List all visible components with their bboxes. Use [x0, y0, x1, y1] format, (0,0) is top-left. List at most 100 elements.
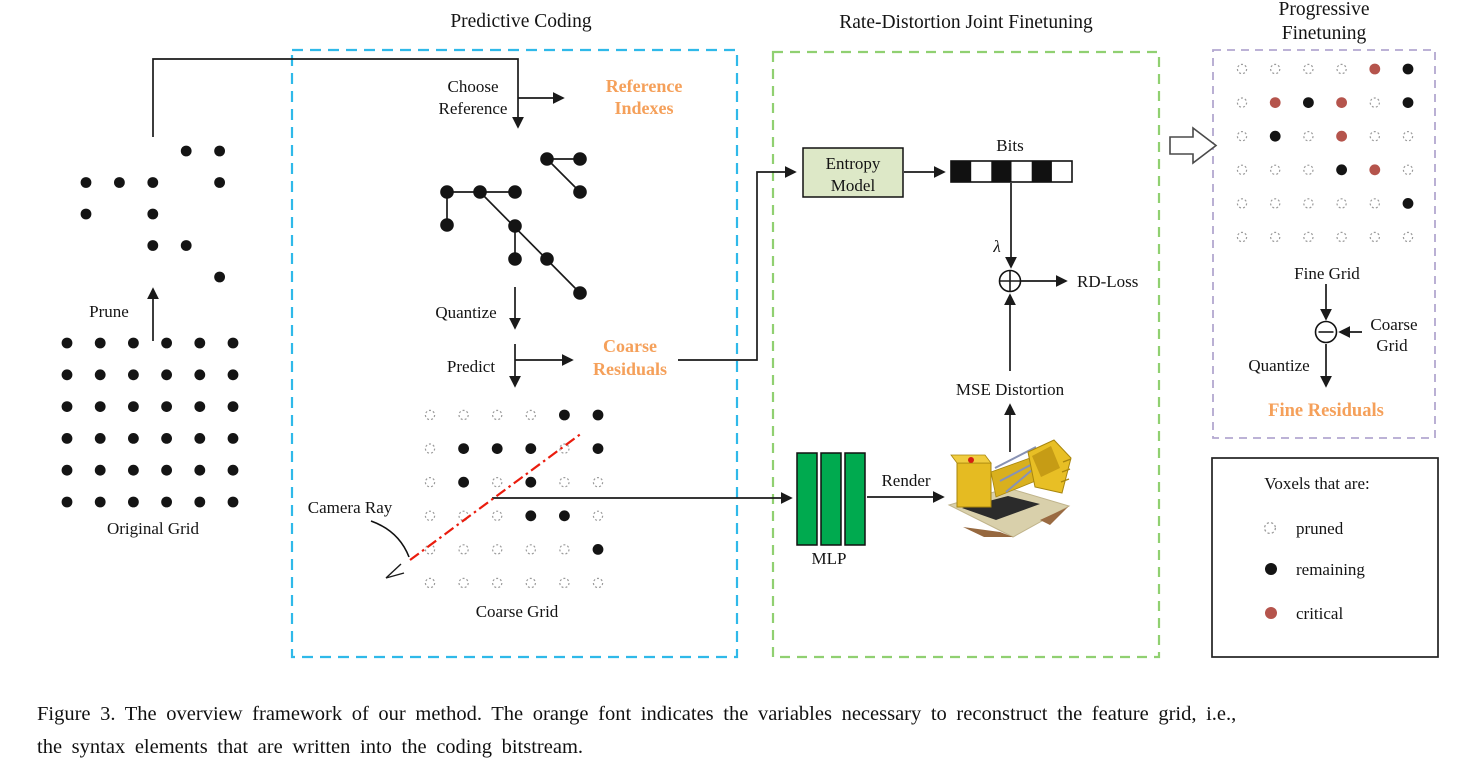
reference-tree-edge: [546, 158, 581, 193]
pruned-grid-remaining-dot: [80, 177, 92, 188]
coarse-grid-pruned-dot: [559, 544, 570, 555]
fine-grid-pruned-dot: [1402, 231, 1414, 243]
pruned-grid-remaining-dot: [214, 177, 226, 188]
legend-title: Voxels that are:: [1264, 474, 1369, 493]
quantize-label: Quantize: [435, 303, 496, 322]
fine-grid-critical-dot: [1369, 63, 1381, 75]
fine-grid-pruned-dot: [1402, 164, 1414, 175]
fine-grid-critical-dot: [1269, 97, 1281, 108]
fine-grid-pruned-dot: [1336, 231, 1347, 243]
original-grid-remaining-dot: [127, 337, 139, 349]
pruned-grid-to-choose-reference-connector: [152, 58, 524, 137]
fine-grid-remaining-dot: [1269, 130, 1281, 142]
caption-line-2: the syntax elements that are written int…: [37, 736, 584, 758]
mlp-layer-bar: [844, 452, 866, 546]
original-grid-remaining-dot: [194, 433, 206, 444]
pruned-grid-remaining-dot: [180, 145, 192, 157]
original-grid-remaining-dot: [127, 496, 139, 508]
original-grid-remaining-dot: [194, 401, 206, 412]
coarse-grid-pruned-dot: [592, 510, 604, 521]
reference-tree-node: [540, 152, 554, 166]
coarse-grid-pruned-dot: [492, 510, 503, 521]
original-grid-remaining-dot: [61, 464, 73, 476]
original-grid-remaining-dot: [161, 433, 173, 444]
bucket-tooth: [1062, 458, 1072, 463]
pruned-grid-remaining-dot: [147, 208, 159, 220]
pruned-grid-remaining-dot: [147, 177, 159, 188]
rate-distortion-title: Rate-Distortion Joint Finetuning: [839, 12, 1093, 33]
rate-distortion-box: [771, 50, 1161, 659]
mlp-bars: [796, 452, 866, 546]
choose-reference-label-line2: Reference: [439, 99, 508, 118]
legend-item-label: critical: [1296, 604, 1343, 623]
original-grid-remaining-dot: [61, 433, 73, 444]
fine-grid-pruned-dot: [1303, 130, 1314, 142]
original-grid-remaining-dot: [127, 369, 139, 381]
reference-tree-node: [508, 219, 522, 233]
fine-grid-pruned-dot: [1369, 97, 1381, 108]
original-grid-remaining-dot: [227, 369, 239, 381]
fine-grid-pruned-dot: [1269, 231, 1281, 243]
original-grid-remaining-dot: [227, 464, 239, 476]
bucket-tooth: [1061, 468, 1071, 473]
red-stud: [968, 457, 974, 463]
original-grid-remaining-dot: [161, 369, 173, 381]
coarse-grid-pruned-dot: [424, 510, 436, 521]
camera-angle-mark: [385, 563, 402, 579]
fine-grid-pruned-dot: [1369, 130, 1381, 142]
coarse-grid-pruned-dot: [559, 577, 570, 589]
excavator-strut: [994, 446, 1037, 469]
mse-distortion-label: MSE Distortion: [956, 380, 1065, 399]
original-grid-remaining-dot: [194, 369, 206, 381]
coarse-grid-remaining-dot: [491, 443, 503, 454]
original-grid-remaining-dot: [161, 464, 173, 476]
excavator-tracks: [962, 496, 1040, 520]
reference-indexes-label-line1: Reference: [606, 76, 683, 96]
original-grid-remaining-dot: [227, 496, 239, 508]
coarse-grid-remaining-dot: [559, 409, 570, 421]
coarse-grid-ref-label-line2: Grid: [1376, 336, 1408, 355]
mlp-layer-bar: [796, 452, 818, 546]
original-grid-remaining-dot: [94, 496, 106, 508]
mlp-label: MLP: [812, 549, 847, 568]
caption-line-1: Figure 3. The overview framework of our …: [37, 703, 1237, 725]
coarse-grid-pruned-dot: [492, 477, 503, 488]
reference-tree-node: [440, 218, 454, 232]
render-label: Render: [881, 471, 930, 490]
coarse-grid-remaining-dot: [525, 476, 537, 488]
fine-grid-remaining-dot: [1336, 164, 1347, 176]
fine-grid-critical-dot: [1336, 97, 1347, 108]
pruned-grid: [80, 145, 226, 283]
reference-tree-node: [573, 286, 587, 300]
coarse-grid-pruned-dot: [525, 577, 537, 589]
original-grid-remaining-dot: [61, 337, 73, 349]
original-grid-remaining-dot: [61, 369, 73, 381]
base-plate-patch: [963, 527, 1013, 537]
pruned-grid-remaining-dot: [80, 208, 92, 220]
coarse-grid-remaining-dot: [458, 476, 469, 488]
pruned-grid-remaining-dot: [214, 271, 226, 283]
pruned-grid-remaining-dot: [147, 240, 159, 251]
legend-critical-dot: [1265, 607, 1277, 619]
coarse-grid-pruned-dot: [525, 409, 537, 421]
coarse-grid-remaining-dot: [525, 443, 537, 454]
legend-pruned-dot: [1263, 521, 1277, 535]
original-grid-remaining-dot: [161, 496, 173, 508]
rendered-scene-excavator-image: [947, 439, 1072, 538]
coarse-grid: [424, 409, 604, 589]
coarse-grid-pruned-dot: [424, 409, 436, 421]
original-grid-remaining-dot: [161, 337, 173, 349]
original-grid-remaining-dot: [227, 433, 239, 444]
reference-tree-node: [473, 185, 487, 199]
reference-tree-edge: [479, 191, 581, 294]
original-grid-label: Original Grid: [107, 519, 200, 538]
bucket-shade: [1032, 446, 1060, 477]
excavator-cab: [956, 462, 992, 508]
coarse-grid-pruned-dot: [458, 544, 469, 555]
fine-grid-pruned-dot: [1303, 231, 1314, 243]
coarse-grid-pruned-dot: [492, 409, 503, 421]
fine-grid-remaining-dot: [1402, 97, 1414, 108]
original-grid-remaining-dot: [94, 464, 106, 476]
fine-grid-pruned-dot: [1303, 198, 1314, 209]
